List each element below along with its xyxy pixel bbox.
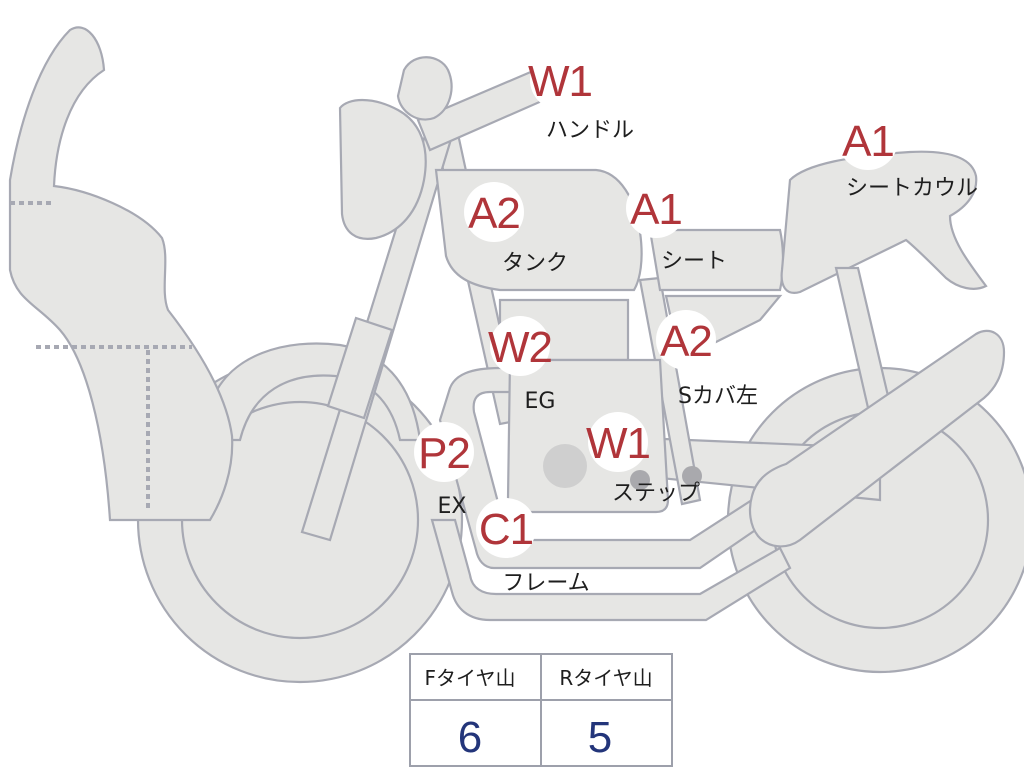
marker-step: W1 ステップ	[586, 412, 700, 506]
marker-engine: W2 EG	[488, 316, 555, 414]
marker-tank: A2 タンク	[464, 182, 568, 276]
mirror	[396, 56, 453, 121]
engine	[498, 298, 702, 514]
part-label: ハンドル	[546, 118, 634, 143]
part-label: シート	[661, 249, 727, 274]
part-label: Sカバ左	[678, 384, 758, 409]
muffler	[748, 329, 1006, 548]
grade-badge: W1	[586, 419, 650, 468]
grade-badge: A2	[660, 317, 712, 366]
grade-badge: A2	[468, 189, 520, 238]
front-tire-value: 6	[458, 713, 482, 762]
part-label: EG	[525, 389, 556, 414]
grade-badge: A1	[842, 117, 894, 166]
marker-handle: W1 ハンドル	[528, 50, 634, 143]
grade-badge: C1	[479, 505, 533, 554]
rear-tire-value: 5	[588, 713, 612, 762]
seat-cowl	[780, 150, 988, 294]
fork-cover	[326, 316, 394, 420]
grade-badge: A1	[630, 185, 682, 234]
marker-seat: A1 シート	[626, 178, 727, 274]
marker-seat-cowl: A1 シートカウル	[838, 110, 978, 201]
part-label: タンク	[502, 251, 568, 276]
front-tire-header: Fタイヤ山	[425, 666, 516, 690]
grade-badge: W2	[488, 323, 552, 372]
part-label: シートカウル	[846, 176, 978, 201]
headlight	[338, 99, 427, 240]
rear-tire-header: Rタイヤ山	[559, 666, 652, 690]
grade-badge: W1	[528, 57, 592, 106]
marker-side-cover: A2 Sカバ左	[656, 310, 758, 409]
part-label: フレーム	[502, 571, 589, 596]
tire-tread-table: Fタイヤ山 Rタイヤ山 6 5	[409, 653, 673, 767]
grade-badge: P2	[418, 429, 470, 478]
marker-frame: C1 フレーム	[476, 498, 590, 596]
part-label: EX	[438, 494, 467, 519]
part-label: ステップ	[612, 481, 700, 506]
marker-exhaust: P2 EX	[414, 422, 474, 519]
front-cowl	[8, 26, 234, 522]
